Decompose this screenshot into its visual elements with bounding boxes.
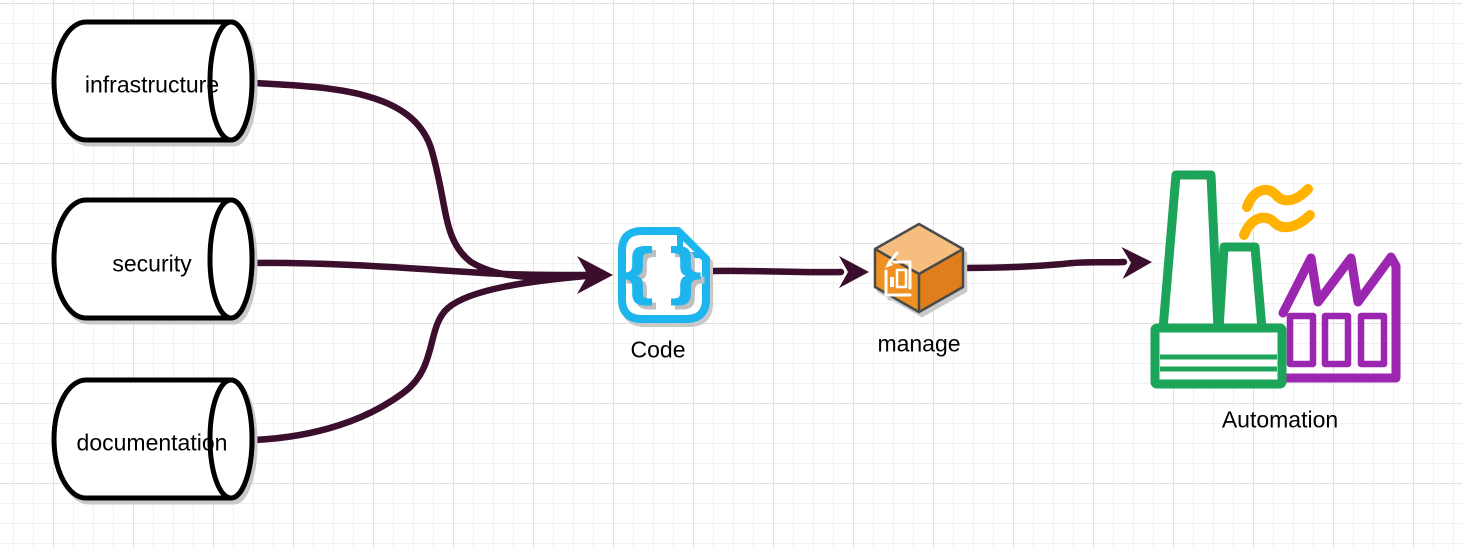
node-documentation[interactable] xyxy=(51,377,255,501)
edge-documentation-to-code[interactable] xyxy=(250,272,590,444)
cylinder-end-cap xyxy=(207,197,255,321)
arrowhead xyxy=(839,256,869,288)
aws-cube-icon xyxy=(873,222,965,314)
cylinder-end-cap xyxy=(207,19,255,143)
edge-manage-to-automation[interactable] xyxy=(959,246,1153,280)
factory-window xyxy=(1321,312,1352,368)
merge-arrowhead xyxy=(577,256,613,294)
short-chimney xyxy=(1214,242,1267,334)
curly-braces-glyph: {} xyxy=(614,237,711,311)
edge-security-to-code[interactable] xyxy=(250,259,590,279)
node-manage-label: manage xyxy=(877,330,961,357)
edge-infrastructure-to-code[interactable] xyxy=(250,79,590,281)
node-infrastructure[interactable] xyxy=(51,19,255,143)
opsworks-glyph xyxy=(884,251,912,297)
curly-braces-glyph-shadow: {} xyxy=(618,241,715,315)
cylinder-end-cap xyxy=(207,377,255,501)
node-infrastructure-label: infrastructure xyxy=(84,71,220,98)
smoke-squiggle-icon xyxy=(1239,184,1315,240)
tall-chimney xyxy=(1158,170,1223,334)
factory-window xyxy=(1286,312,1317,368)
node-code[interactable]: {} {} xyxy=(614,227,715,323)
node-manage[interactable] xyxy=(873,222,965,314)
green-factory xyxy=(1150,170,1287,389)
purple-factory xyxy=(1247,252,1401,383)
factory-window xyxy=(1357,312,1388,368)
code-file-icon: {} {} xyxy=(614,227,715,323)
node-security[interactable] xyxy=(51,197,255,321)
factory-icon xyxy=(1150,170,1401,389)
arrowhead xyxy=(1121,247,1152,280)
folded-corner xyxy=(677,231,705,258)
node-code-label: Code xyxy=(630,336,686,363)
node-security-label: security xyxy=(112,250,192,277)
edge-code-to-manage[interactable] xyxy=(708,256,869,288)
node-documentation-label: documentation xyxy=(76,429,228,456)
node-automation-label: Automation xyxy=(1221,406,1339,433)
node-automation[interactable] xyxy=(1150,170,1401,389)
